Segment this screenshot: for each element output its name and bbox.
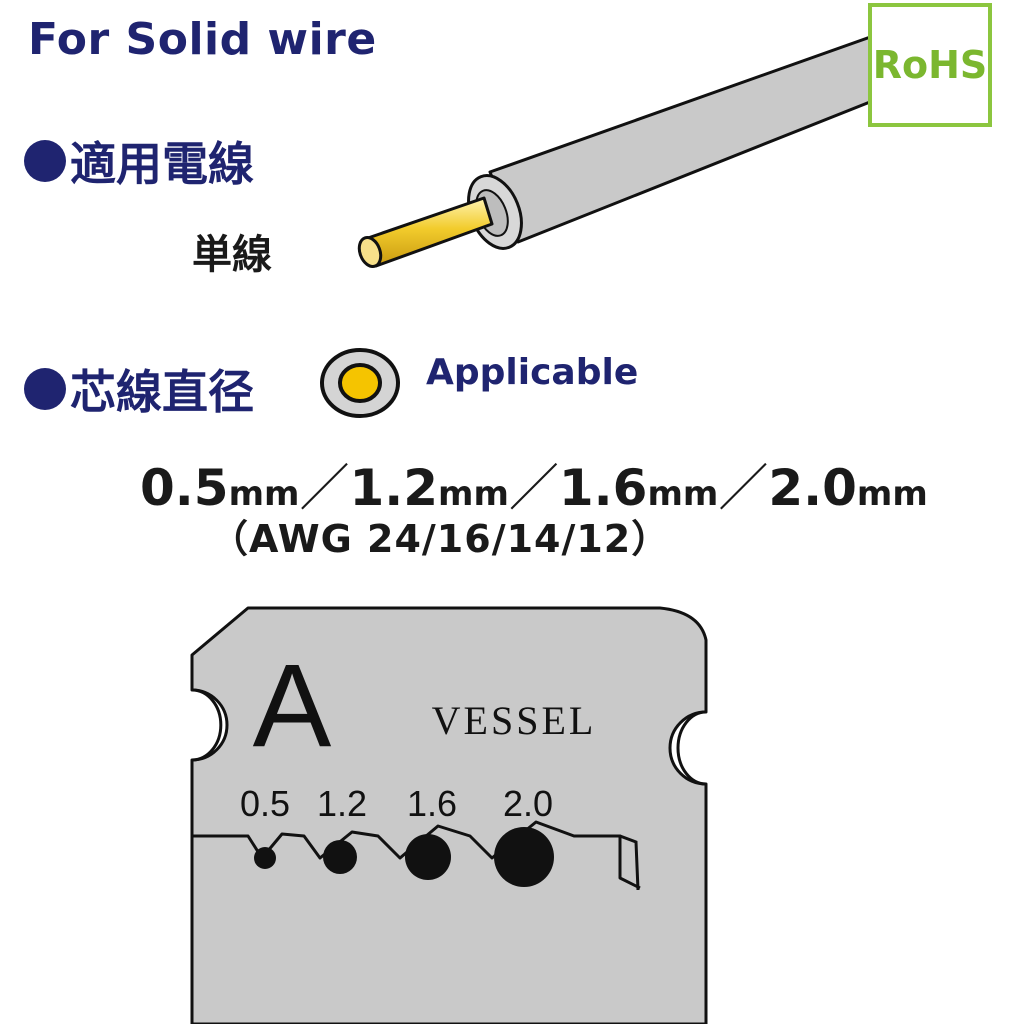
bullet-dot (24, 368, 66, 410)
applicable-wire-title: 適用電線 (70, 137, 254, 191)
blade-cutting-edge (192, 820, 641, 890)
blade-hole-1-2 (323, 840, 357, 874)
awg-prefix: （AWG (210, 517, 353, 561)
blade-left-notch (191, 688, 223, 762)
blade-brand: VESSEL (432, 698, 597, 743)
size-separator: ／ (508, 459, 559, 517)
blade-plate (169, 690, 194, 1024)
blade-hole-0-5 (254, 847, 276, 869)
blade-hole-1-6 (405, 834, 451, 880)
rohs-badge: RoHS (868, 3, 992, 127)
size-value: 1.2 (349, 459, 439, 517)
diameter-sizes: 0.5mm／1.2mm／1.6mm／2.0mm (140, 448, 928, 520)
blade-hole-label: 0.5 (240, 783, 290, 824)
awg-sizes: （AWG 24/16/14/12） (210, 508, 670, 563)
blade-letter: A (253, 640, 332, 772)
blade-lower-edge (619, 834, 640, 891)
blade-hole-label: 2.0 (503, 783, 553, 824)
size-value: 0.5 (140, 459, 229, 517)
wire-cross-section-icon (320, 348, 400, 418)
wire-conductor-tip (357, 235, 383, 269)
heading-for-solid-wire: For Solid wire (28, 14, 377, 65)
rohs-badge-text: RoHS (872, 43, 988, 87)
blade-hole-2-0 (494, 827, 554, 887)
blade-right-notch (676, 710, 707, 786)
awg-suffix: ） (631, 517, 671, 561)
size-separator: ／ (718, 459, 769, 517)
solid-wire-label: 単線 (192, 232, 272, 278)
blade-body (190, 606, 708, 1024)
blade-hole-label: 1.6 (407, 783, 457, 824)
awg-values: 24/16/14/12 (367, 517, 632, 561)
size-value: 1.6 (558, 459, 648, 517)
blade-hole-label: 1.2 (317, 783, 367, 824)
bullet-dot (24, 140, 66, 182)
size-unit: mm (228, 474, 300, 514)
applicable-label: Applicable (426, 352, 639, 393)
size-unit: mm (438, 474, 509, 514)
size-separator: ／ (299, 459, 350, 517)
size-unit: mm (647, 474, 719, 514)
applicable-wire-heading: 適用電線 (24, 128, 254, 194)
size-value: 2.0 (768, 459, 857, 517)
size-unit: mm (856, 474, 928, 514)
core-diameter-title: 芯線直径 (70, 365, 254, 419)
core-diameter-heading: 芯線直径 (24, 356, 254, 422)
